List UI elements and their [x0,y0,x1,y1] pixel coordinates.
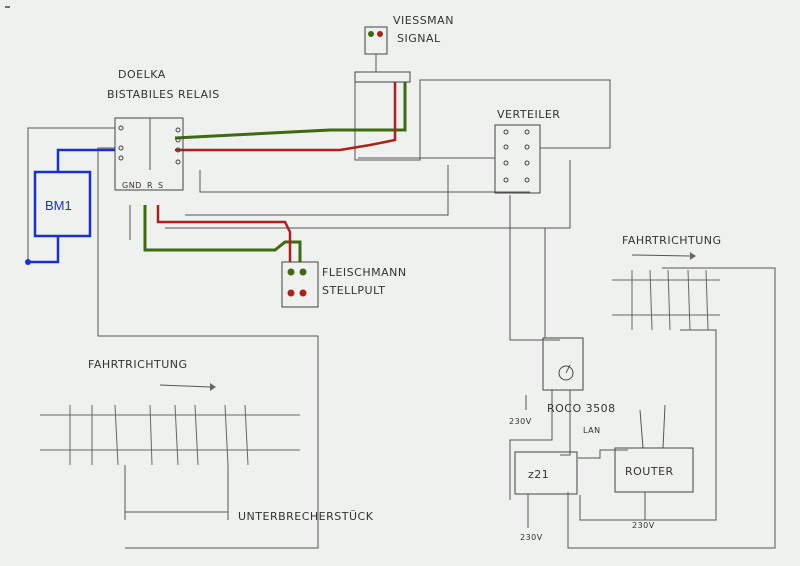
roco-voltage-label: 230V [509,417,532,426]
relay-type-label: BISTABILES RELAIS [107,88,220,101]
signal-label-line2: SIGNAL [397,32,441,45]
relay-maker-label: DOELKA [118,68,166,81]
relay-pin-r: R [147,181,153,190]
pencil-wires [27,79,776,549]
viessmann-signal [354,26,411,83]
roco-transformer [525,337,584,410]
router-label: ROUTER [625,465,674,478]
bistable-relay [114,117,184,191]
distributor [494,124,541,194]
signal-label-line1: VIESSMAN [393,14,454,27]
router [614,404,694,520]
red-wires [156,82,397,262]
left-track [40,383,300,520]
router-voltage-label: 230V [632,521,655,530]
direction-label-right: FAHRTRICHTUNG [622,234,722,247]
direction-label-left: FAHRTRICHTUNG [88,358,188,371]
z21-central [514,451,578,528]
z21-voltage-label: 230V [520,533,543,542]
right-track [612,252,720,331]
relay-pin-s: S [158,181,164,190]
bm1-label: BM1 [45,198,72,213]
blue-wires [25,148,115,265]
interrupter-label: UNTERBRECHERSTÜCK [238,510,374,523]
panel-label-line1: FLEISCHMANN [322,266,407,279]
relay-pin-gnd: GND [122,181,142,190]
z21-label: z21 [528,468,549,481]
green-wires [143,82,407,262]
fleischmann-panel [281,261,319,308]
roco-label: ROCO 3508 [547,402,616,415]
distributor-label: VERTEILER [497,108,560,121]
lan-label: LAN [583,426,601,435]
bm1-box [33,170,92,238]
panel-label-line2: STELLPULT [322,284,385,297]
